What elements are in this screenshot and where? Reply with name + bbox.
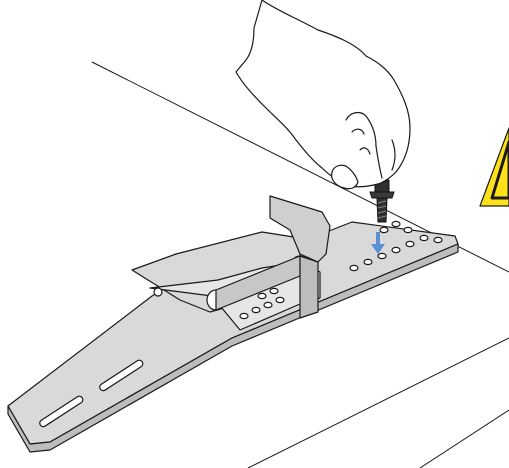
screw-washer (370, 192, 394, 198)
hand (236, 0, 410, 189)
rail-hole (434, 237, 442, 242)
plate-hole (240, 313, 248, 318)
hand-wrist (236, 0, 410, 187)
surface-edge-front (248, 338, 509, 468)
clamp-post (300, 256, 318, 318)
plate-hole (264, 302, 272, 307)
rail-hole (392, 247, 400, 252)
mounting-bracket (8, 196, 458, 452)
rail-hole (404, 227, 412, 232)
plate-hole (276, 297, 284, 302)
rail-hole (364, 259, 372, 264)
clamp-knob (154, 288, 162, 296)
plate-hole (270, 288, 278, 293)
plate-hole (252, 307, 260, 312)
rail-hole (380, 227, 388, 232)
rail-hole (420, 235, 428, 240)
warning-triangle-icon (480, 128, 509, 206)
plate-hole (258, 293, 266, 298)
rail-hole (406, 241, 414, 246)
rail-hole (378, 253, 386, 258)
rail-hole (350, 265, 358, 270)
surface-edge-right (420, 410, 509, 468)
rail-hole (392, 221, 400, 226)
